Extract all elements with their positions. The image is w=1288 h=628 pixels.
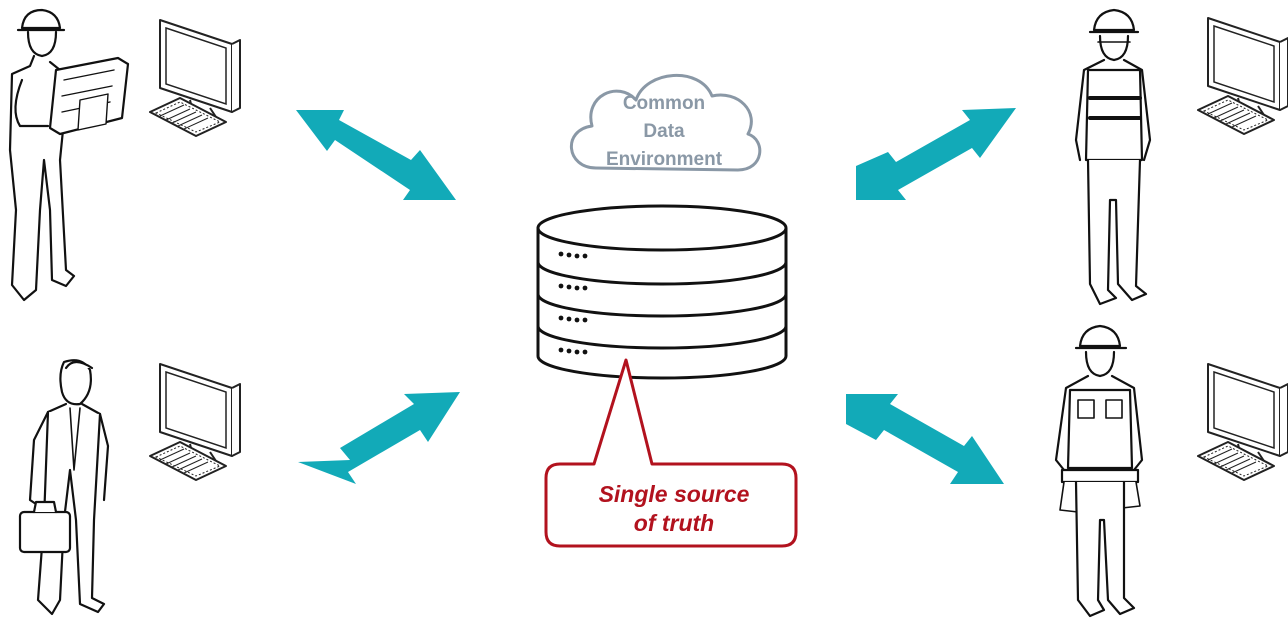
site-engineer-in-safety-vest-icon [1074,8,1152,306]
arrow-top-left [296,110,456,200]
desktop-computer-icon [149,19,241,137]
arrow-right-top [856,108,1016,200]
callout-box [544,358,798,548]
callout-label-line-1: Single source [598,481,750,507]
arrow-right-bottom [846,394,1004,484]
desktop-computer-icon [1197,363,1288,481]
cloud-label-line-1: Common [622,93,706,114]
cloud-label-line-2: Data [643,121,685,142]
construction-worker-reading-plans-icon [8,8,130,302]
arrow-lower-left [298,392,460,484]
cloud-icon [570,73,762,172]
callout-label: Single source of truth [556,480,792,538]
cloud-label: Common Data Environment [586,90,742,174]
arrows-layer [296,108,1016,484]
callout-label-line-2: of truth [633,510,715,536]
tradesman-with-tool-belt-icon [1054,324,1144,618]
businessman-with-briefcase-icon [18,359,110,616]
database-server-icon [536,204,788,380]
desktop-computer-icon [149,363,241,481]
status-lights [558,251,588,355]
desktop-computer-icon [1197,17,1288,135]
cloud-label-line-3: Environment [605,149,723,170]
